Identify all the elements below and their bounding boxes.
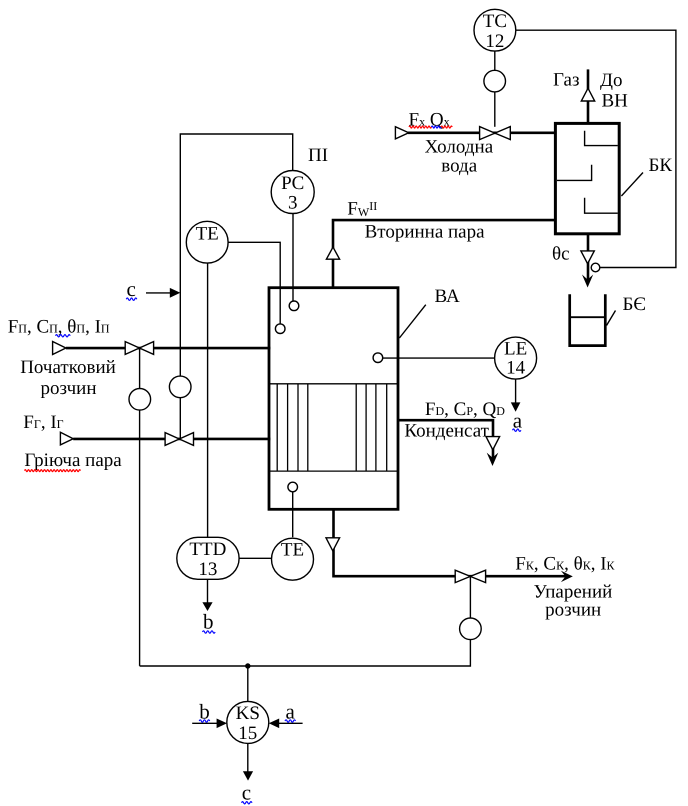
svg-text:розчин: розчин — [545, 600, 601, 621]
svg-text:БЄ: БЄ — [623, 294, 646, 315]
svg-text:PC: PC — [281, 173, 304, 194]
svg-text:ВА: ВА — [435, 286, 460, 307]
svg-text:Початковий: Початковий — [20, 357, 116, 378]
svg-text:FП, СП, θП, IП: FП, СП, θП, IП — [8, 317, 110, 338]
svg-text:c: c — [127, 277, 136, 301]
svg-text:Гріюча пара: Гріюча пара — [24, 450, 122, 471]
svg-text:Газ: Газ — [553, 70, 579, 91]
svg-text:13: 13 — [198, 559, 217, 580]
svg-text:θс: θс — [552, 244, 570, 265]
svg-text:ВН: ВН — [602, 91, 629, 112]
svg-text:b: b — [199, 700, 210, 724]
svg-text:Упарений: Упарений — [533, 581, 612, 602]
svg-text:Холодна: Холодна — [425, 136, 494, 157]
svg-text:розчин: розчин — [40, 378, 96, 399]
svg-text:вода: вода — [441, 156, 477, 177]
svg-text:Fх Qх: Fх Qх — [409, 110, 450, 131]
svg-text:14: 14 — [506, 358, 526, 379]
svg-text:TE: TE — [196, 224, 219, 245]
svg-text:a: a — [513, 409, 523, 433]
svg-text:Вторинна пара: Вторинна пара — [365, 221, 486, 242]
svg-text:Конденсат: Конденсат — [404, 420, 489, 441]
svg-text:TTD: TTD — [189, 539, 226, 560]
svg-text:ПІ: ПІ — [308, 145, 328, 166]
svg-text:LE: LE — [504, 338, 527, 359]
svg-text:TE: TE — [281, 540, 304, 561]
svg-text:c: c — [242, 781, 251, 805]
svg-text:3: 3 — [288, 193, 298, 214]
svg-text:15: 15 — [238, 723, 257, 744]
svg-text:БК: БК — [649, 155, 673, 176]
svg-text:b: b — [203, 610, 214, 634]
svg-text:FК, СК, θК, IК: FК, СК, θК, IК — [515, 553, 615, 574]
svg-text:FГ, IГ: FГ, IГ — [23, 412, 63, 433]
svg-text:a: a — [286, 699, 296, 723]
svg-text:До: До — [600, 70, 622, 91]
svg-text:TC: TC — [483, 11, 507, 32]
svg-text:KS: KS — [236, 703, 260, 724]
svg-text:FD, CP, QD: FD, CP, QD — [425, 399, 505, 420]
svg-text:12: 12 — [485, 31, 504, 52]
